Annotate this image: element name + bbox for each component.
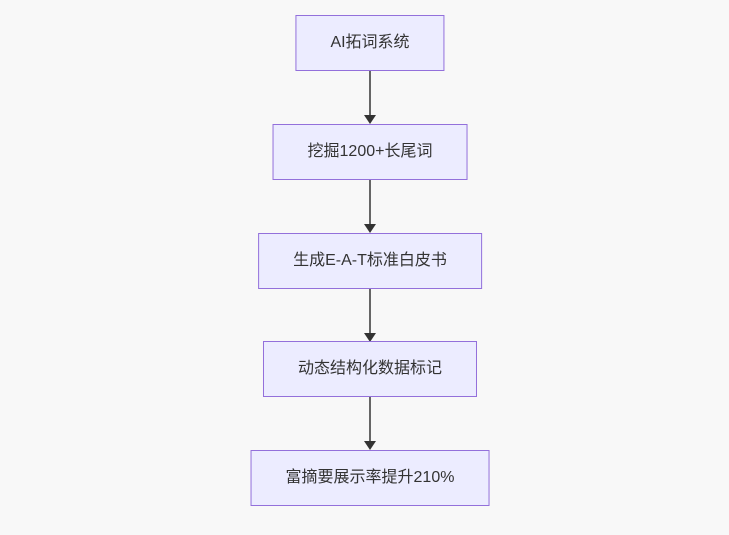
arrowhead-down-icon bbox=[364, 115, 376, 124]
edge-line bbox=[369, 180, 371, 224]
flow-edge-arrow bbox=[363, 289, 377, 342]
flow-edge-arrow bbox=[363, 71, 377, 124]
flow-edge-arrow bbox=[363, 397, 377, 450]
flow-edge-arrow bbox=[363, 180, 377, 233]
arrowhead-down-icon bbox=[364, 441, 376, 450]
flow-node-label: 生成E-A-T标准白皮书 bbox=[293, 252, 447, 269]
flow-node-ai-word-system: AI拓词系统 bbox=[295, 15, 445, 71]
flow-node-label: 富摘要展示率提升210% bbox=[285, 469, 455, 486]
flow-node-rich-snippet-result: 富摘要展示率提升210% bbox=[250, 450, 490, 506]
flow-node-label: AI拓词系统 bbox=[330, 34, 410, 51]
arrowhead-down-icon bbox=[364, 224, 376, 233]
flow-node-label: 动态结构化数据标记 bbox=[297, 360, 443, 377]
edge-line bbox=[369, 71, 371, 115]
flow-node-structured-data: 动态结构化数据标记 bbox=[262, 341, 478, 397]
flow-node-eat-whitepaper: 生成E-A-T标准白皮书 bbox=[258, 233, 482, 289]
edge-line bbox=[369, 289, 371, 333]
arrowhead-down-icon bbox=[364, 333, 376, 342]
flow-node-label: 挖掘1200+长尾词 bbox=[307, 143, 433, 160]
flow-node-longtail-mining: 挖掘1200+长尾词 bbox=[272, 124, 468, 180]
edge-line bbox=[369, 397, 371, 441]
